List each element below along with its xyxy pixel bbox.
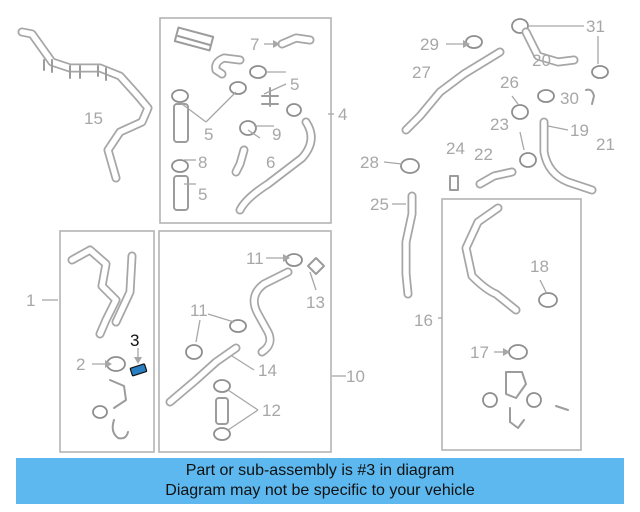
label-24: 24 (446, 139, 465, 158)
label-8: 8 (198, 153, 207, 172)
part-labels: 15 7 5 5 9 4 8 6 5 1 3 2 11 13 11 14 10 … (26, 17, 615, 420)
label-14: 14 (258, 361, 277, 380)
label-6: 6 (266, 153, 275, 172)
label-12: 12 (262, 401, 281, 420)
banner-line-2: Diagram may not be specific to your vehi… (165, 482, 475, 499)
group-box-16 (441, 198, 582, 451)
label-21: 21 (596, 135, 615, 154)
label-10: 10 (346, 367, 365, 386)
label-15: 15 (84, 109, 103, 128)
label-16: 16 (414, 311, 433, 330)
label-9: 9 (272, 125, 281, 144)
part-15-pipe (17, 27, 153, 183)
label-31: 31 (586, 17, 605, 36)
right-side-parts (400, 18, 609, 299)
part-3-highlighted (129, 363, 148, 377)
group-4-parts (171, 26, 316, 215)
label-4: 4 (338, 105, 347, 124)
label-13: 13 (306, 293, 325, 312)
label-7: 7 (250, 35, 259, 54)
group-1-parts (67, 245, 137, 440)
label-2: 2 (76, 355, 85, 374)
banner-line-1: Part or sub-assembly is #3 in diagram (185, 462, 455, 479)
group-box-1 (59, 230, 155, 453)
label-18: 18 (530, 257, 549, 276)
group-box-4 (159, 17, 332, 224)
label-3: 3 (130, 331, 139, 350)
label-23: 23 (490, 115, 509, 134)
label-1: 1 (26, 291, 35, 310)
label-30: 30 (560, 89, 579, 108)
label-5b: 5 (204, 125, 213, 144)
leader-lines (42, 25, 599, 431)
label-28: 28 (360, 153, 379, 172)
label-25: 25 (370, 195, 389, 214)
info-banner: Part or sub-assembly is #3 in diagram Di… (16, 458, 624, 504)
group-box-10 (158, 230, 332, 453)
label-22: 22 (474, 145, 493, 164)
label-11b: 11 (190, 301, 208, 320)
label-5c: 5 (198, 185, 207, 204)
label-17: 17 (470, 343, 489, 362)
label-29: 29 (420, 35, 439, 54)
group-16-parts (461, 203, 569, 429)
label-27: 27 (412, 63, 431, 82)
label-11a: 11 (246, 249, 264, 268)
label-19: 19 (570, 121, 589, 140)
label-5a: 5 (290, 75, 299, 94)
label-26: 26 (500, 73, 519, 92)
label-20: 20 (532, 51, 551, 70)
group-10-parts (165, 253, 325, 441)
